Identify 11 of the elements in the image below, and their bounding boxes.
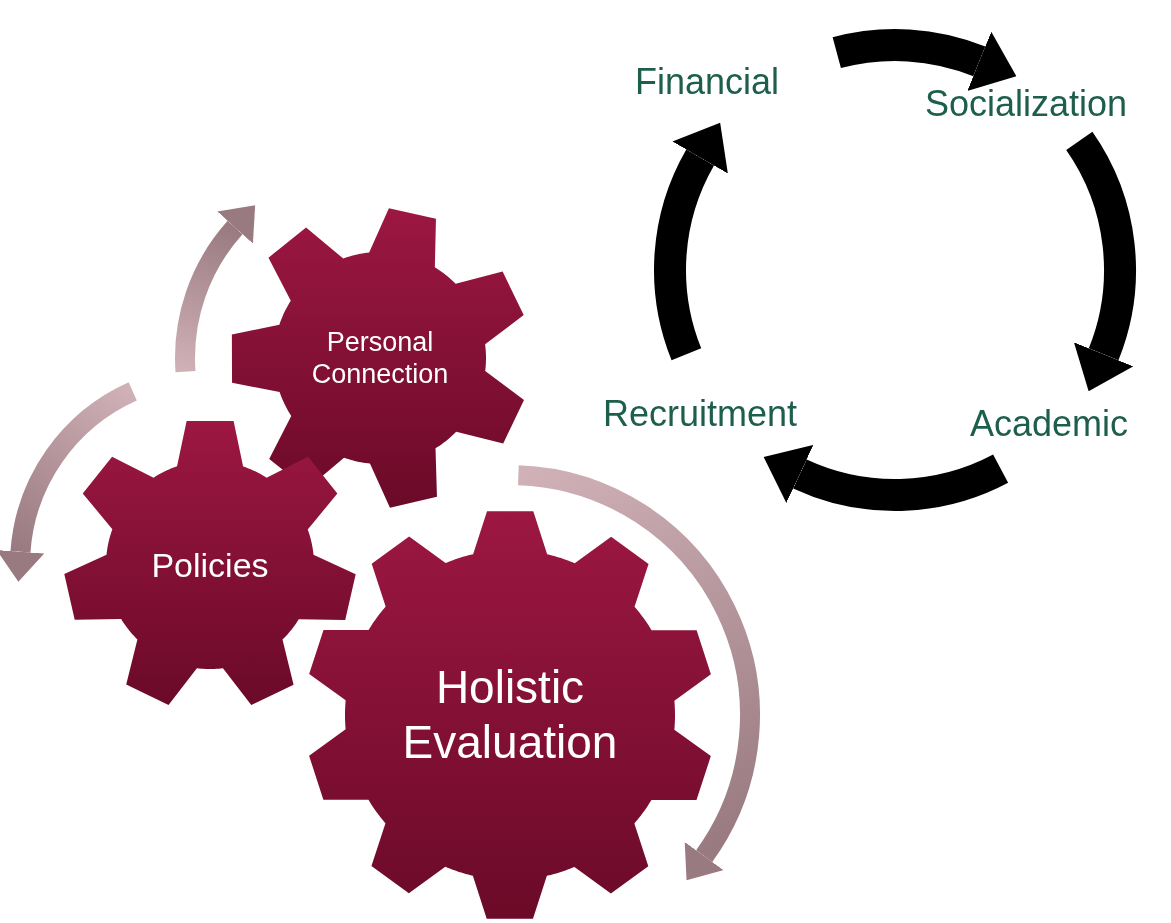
cycle-arrow — [654, 121, 729, 360]
gear-label: Policies — [150, 544, 270, 586]
cycle-arrow — [762, 444, 1008, 511]
stage-label: Academic — [970, 402, 1129, 446]
gear-label: Personal Connection — [310, 325, 450, 391]
cycle-arrow — [1065, 132, 1136, 393]
stage-label: Recruitment — [603, 392, 798, 436]
cycle-arrow — [833, 29, 1018, 92]
gear-label: Holistic Evaluation — [401, 659, 619, 770]
stage-label: Socialization — [925, 82, 1128, 126]
stage-label: Financial — [635, 60, 780, 104]
